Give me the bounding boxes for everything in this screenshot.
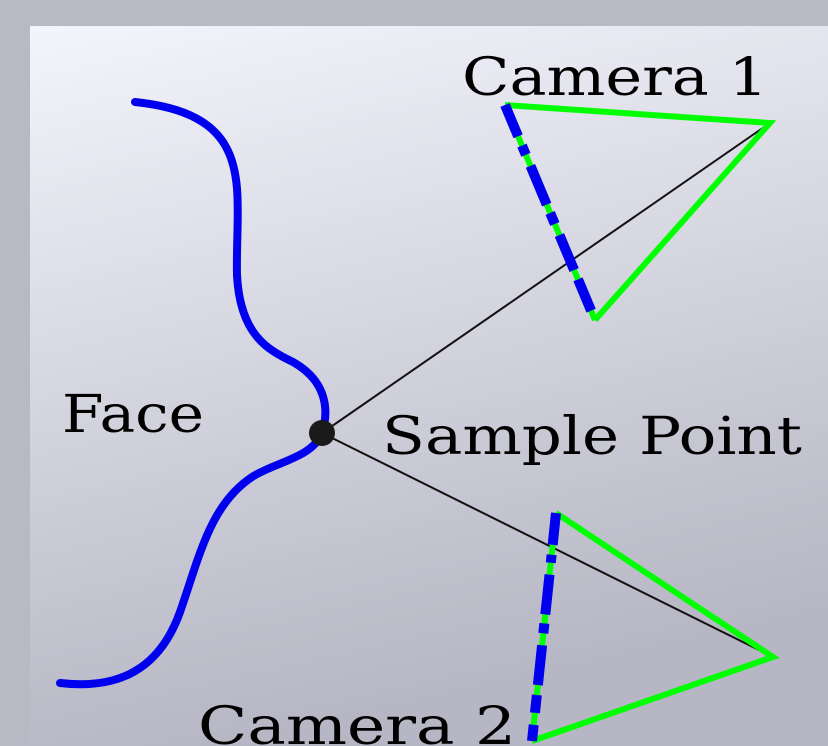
sight-line-camera-2 (321, 432, 774, 658)
camera-1-frustum-outline (504, 102, 777, 322)
camera-1-image-plane-dashes (500, 103, 600, 322)
camera-2-frustum (527, 510, 780, 744)
camera-1-label: Camera 1 (462, 48, 768, 108)
camera-2-frustum-outline (531, 510, 780, 744)
sample-point-marker (309, 420, 335, 446)
camera-1-frustum (500, 102, 777, 322)
diagram-panel (30, 26, 828, 746)
camera-2-image-plane-dashes (527, 512, 561, 742)
sample-point-label: Sample Point (382, 407, 802, 467)
sight-line-camera-1 (321, 122, 771, 434)
face-label: Face (62, 385, 204, 445)
camera-2-label: Camera 2 (198, 697, 516, 746)
